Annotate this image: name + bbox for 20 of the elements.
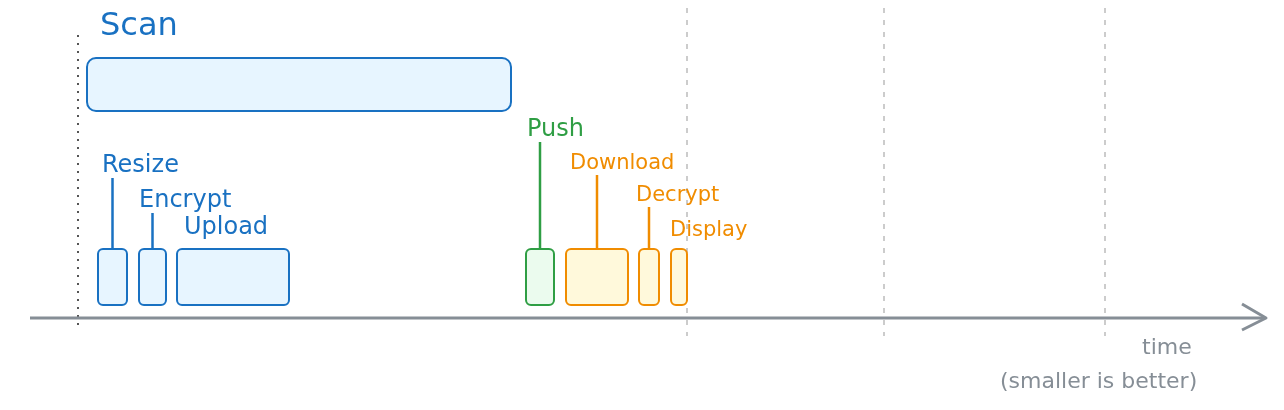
step-label: Download — [570, 152, 675, 173]
step-label: Decrypt — [636, 184, 720, 205]
axis-label: time — [1142, 336, 1192, 358]
leader-line — [151, 213, 154, 248]
leader-line — [647, 207, 651, 248]
time-bar — [565, 248, 629, 306]
step-label: Push — [527, 116, 584, 140]
leader-line — [538, 142, 542, 248]
time-bar — [525, 248, 555, 306]
leader-line — [111, 178, 114, 248]
time-bar — [97, 248, 128, 306]
leader-line — [595, 175, 599, 248]
time-bar — [138, 248, 167, 306]
step-label: Upload — [184, 214, 269, 238]
step-label: Encrypt — [139, 187, 232, 211]
time-bar — [638, 248, 660, 306]
step-label: Display — [670, 219, 748, 240]
step-label: Resize — [102, 152, 179, 176]
phase-title: Scan — [100, 8, 178, 40]
axis-note: (smaller is better) — [1000, 370, 1198, 392]
